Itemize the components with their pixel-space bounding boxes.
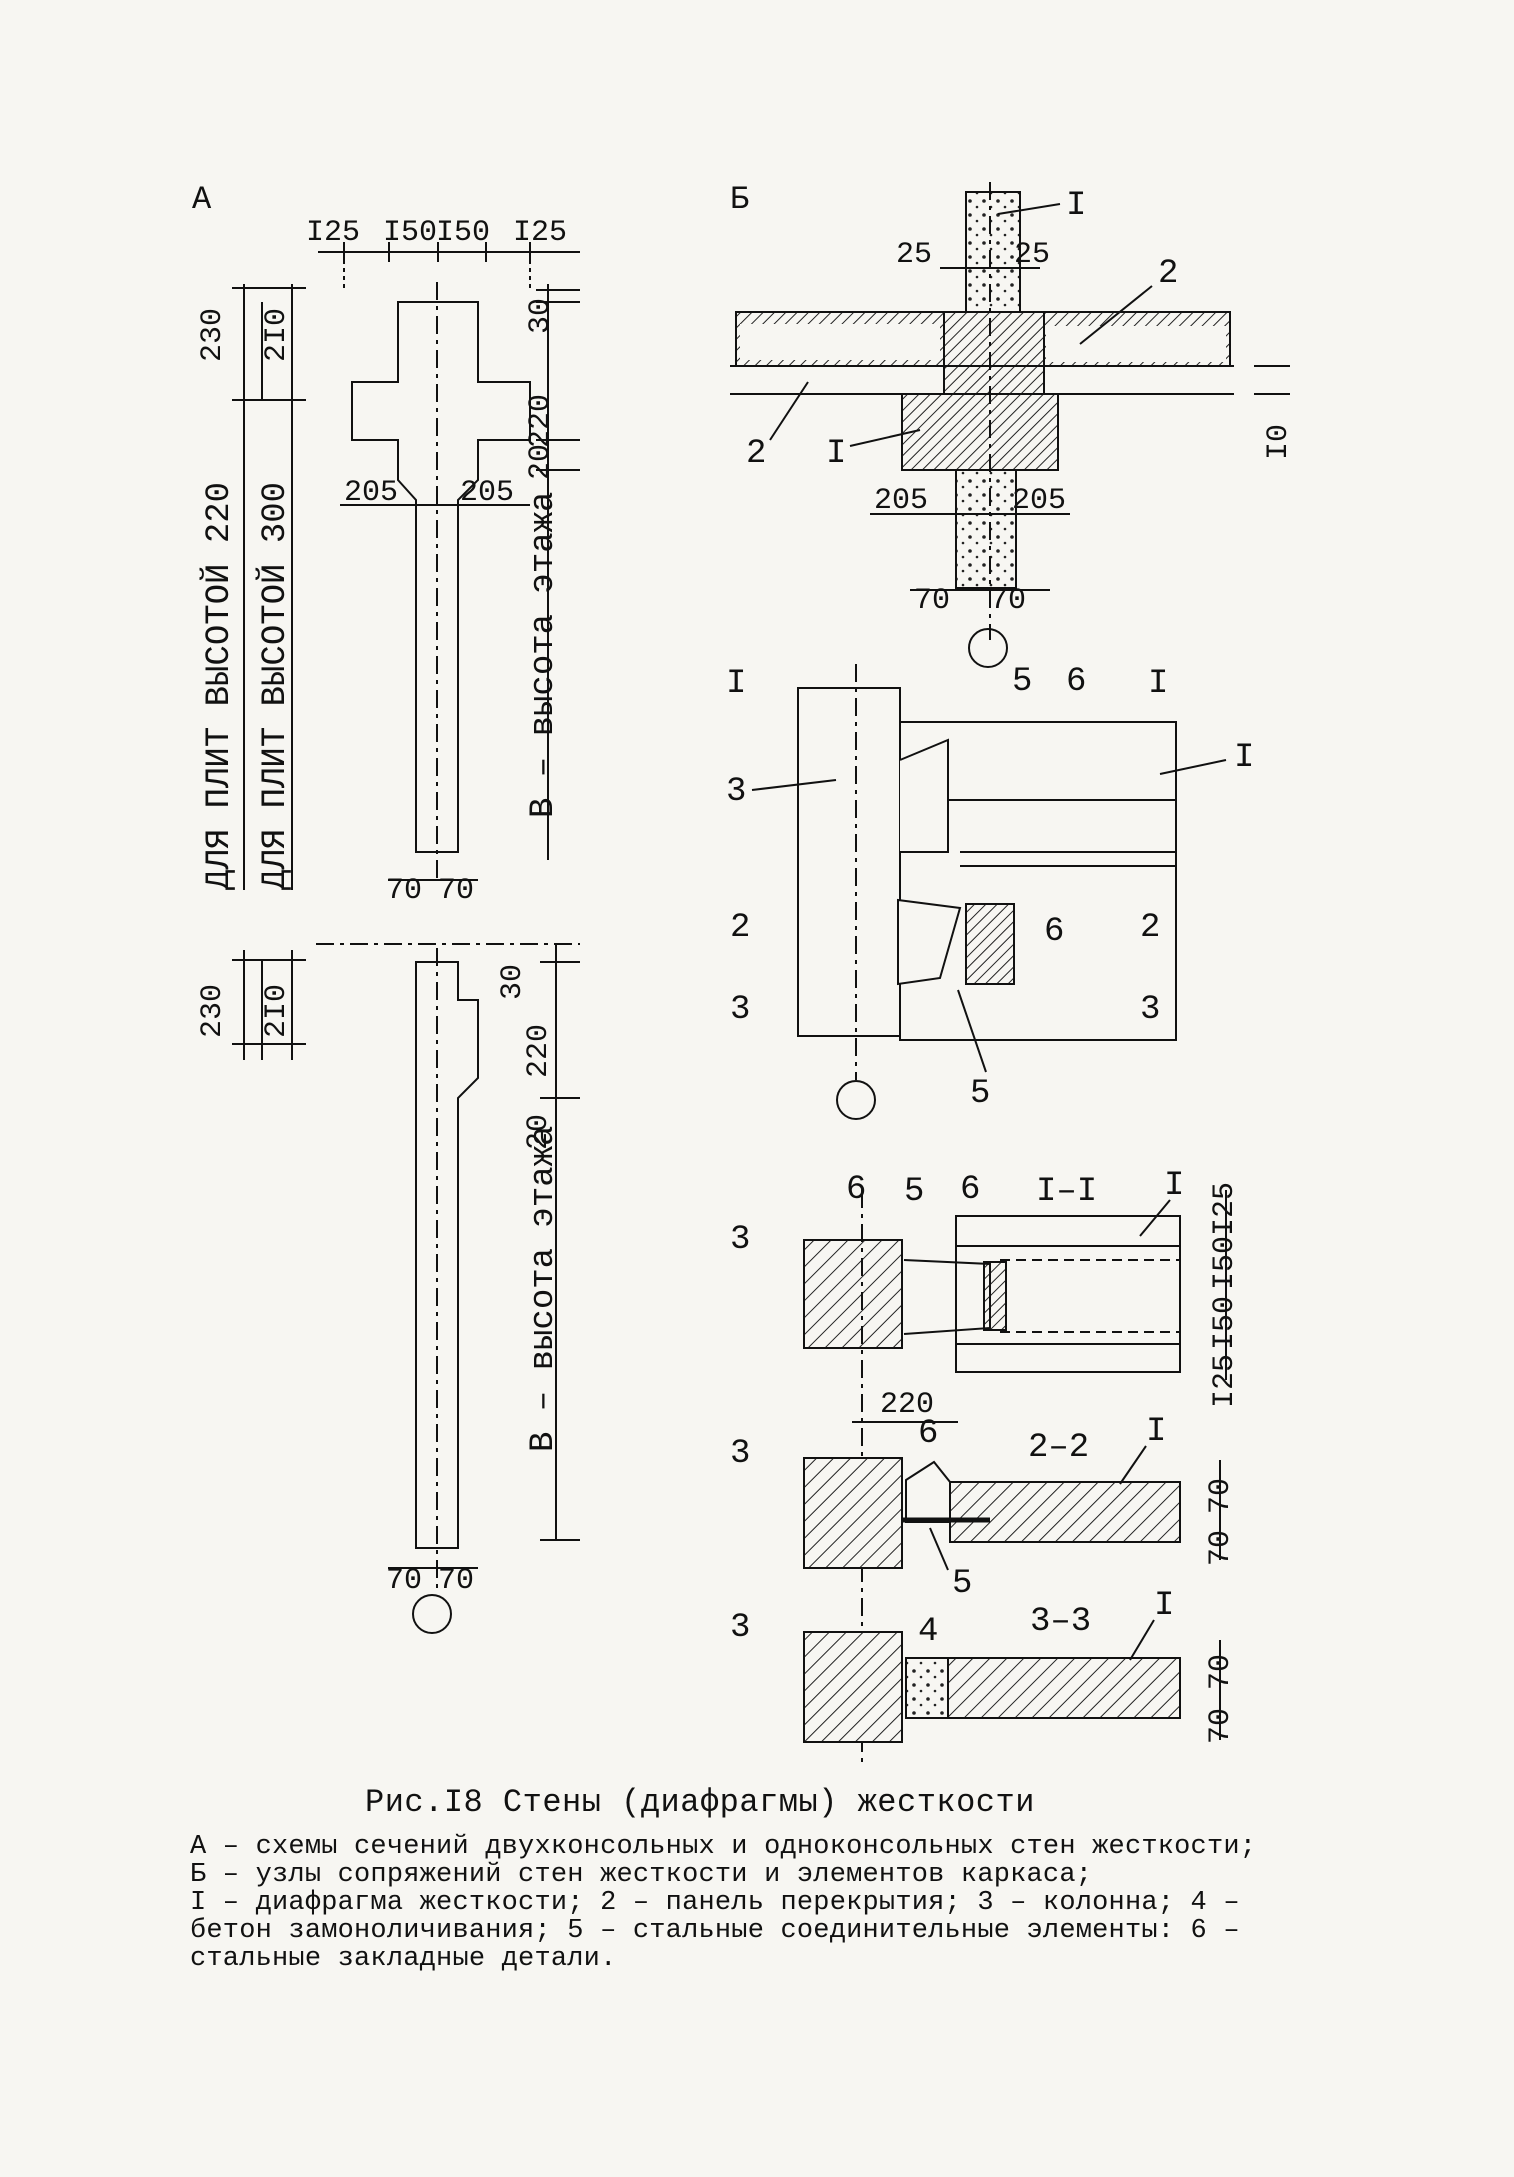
a-dim-205-right: 205 — [460, 476, 514, 510]
a-dim-20-top: 20 — [524, 444, 558, 480]
section-mark-3-left: 3 — [730, 991, 750, 1029]
s33-dim-70-top: 70 — [1204, 1654, 1238, 1690]
section-mark-1-left: I — [726, 665, 746, 703]
b-dim-205-right: 205 — [1012, 484, 1066, 518]
s11-label-6-right: 6 — [960, 1171, 980, 1209]
s22-label-1: I — [1146, 1413, 1166, 1451]
a-dim-220-bottom: 220 — [522, 1024, 556, 1078]
s11-label-6-left: 6 — [846, 1171, 866, 1209]
s11-title: I–I — [1036, 1173, 1097, 1211]
column-elevation — [797, 687, 901, 1037]
elev-label-3: 3 — [726, 773, 746, 811]
s33-title: 3–3 — [1030, 1603, 1091, 1641]
a-dim-20-bottom: 20 — [522, 1114, 556, 1150]
elev-label-1: I — [1234, 739, 1254, 777]
axis-marker-elevation — [836, 1080, 876, 1120]
s22-label-5: 5 — [952, 1565, 972, 1603]
b-label-1-left: I — [826, 435, 846, 473]
caption-line-1: А – схемы сечений двухконсольных и однок… — [190, 1832, 1257, 1862]
a-floor-height-label-top: В – высота этажа — [525, 492, 563, 818]
a-dim-205-left: 205 — [344, 476, 398, 510]
section-2-panel — [949, 1481, 1181, 1543]
axis-marker-b — [968, 628, 1008, 668]
s22-dim-70-top: 70 — [1204, 1478, 1238, 1514]
s22-title: 2–2 — [1028, 1429, 1089, 1467]
s22-label-3: 3 — [730, 1435, 750, 1473]
caption-title: Рис.I8 Стены (диафрагмы) жесткости — [365, 1784, 1035, 1821]
a-dim-150-left: I50 — [383, 216, 437, 250]
s22-dim-70-bottom: 70 — [1204, 1530, 1238, 1566]
a-dim-220-top: 220 — [524, 394, 558, 448]
caption-line-2: Б – узлы сопряжений стен жесткости и эле… — [190, 1860, 1093, 1890]
a-dim-125-right: I25 — [513, 216, 567, 250]
a-dim-210-bottom: 2I0 — [260, 984, 294, 1038]
a-dim-230-top: 230 — [196, 308, 230, 362]
a-dim-210-top: 2I0 — [260, 308, 294, 362]
elev-label-6-mid: 6 — [1044, 913, 1064, 951]
section-1-diaphragm — [955, 1215, 1181, 1373]
axis-marker-a — [412, 1594, 452, 1634]
section-mark-2-right: 2 — [1140, 909, 1160, 947]
b-dim-10: I0 — [1262, 424, 1296, 460]
s11-dim-125-bottom: I25 — [1208, 1354, 1242, 1408]
single-cantilever-section — [415, 961, 479, 1549]
b-dim-205-left: 205 — [874, 484, 928, 518]
section-3-panel — [947, 1657, 1181, 1719]
a-dim-30-bottom: 30 — [496, 964, 530, 1000]
a-dim-70-right-top: 70 — [438, 874, 474, 908]
section-mark-3-right: 3 — [1140, 991, 1160, 1029]
section-mark-1-right: I — [1148, 665, 1168, 703]
s33-dim-70-bottom: 70 — [1204, 1708, 1238, 1744]
caption-line-4: бетон замоноличивания; 5 – стальные соед… — [190, 1916, 1240, 1946]
elev-label-6-top: 6 — [1066, 663, 1086, 701]
a-dim-150-right: I50 — [436, 216, 490, 250]
figure-caption: Рис.I8 Стены (диафрагмы) жесткости А – с… — [190, 1784, 1450, 1973]
s11-dim-150-top: I50 — [1208, 1236, 1242, 1290]
s11-label-1: I — [1164, 1167, 1184, 1205]
caption-line-5: стальные закладные детали. — [190, 1944, 617, 1974]
s33-label-3: 3 — [730, 1609, 750, 1647]
s11-label-3: 3 — [730, 1221, 750, 1259]
b-label-2-left: 2 — [746, 435, 766, 473]
a-dim-30-top: 30 — [524, 298, 558, 334]
a-dim-70-left-bottom: 70 — [386, 1564, 422, 1598]
elev-label-5-top: 5 — [1012, 663, 1032, 701]
elev-label-5-bottom: 5 — [970, 1075, 990, 1113]
panel-b-label: Б — [730, 181, 749, 218]
section-1-column — [803, 1239, 903, 1349]
a-dim-125-left: I25 — [306, 216, 360, 250]
b-label-1-top: I — [1066, 187, 1086, 225]
b-label-2-right: 2 — [1158, 255, 1178, 293]
s33-label-1: I — [1154, 1587, 1174, 1625]
b-dim-25-left: 25 — [896, 238, 932, 272]
b-dim-25-right: 25 — [1014, 238, 1050, 272]
diaphragm-elevation — [899, 721, 1177, 1041]
s22-dim-220: 220 — [880, 1388, 934, 1422]
panel-a-label: А — [192, 181, 212, 218]
a-label-plates-220: ДЛЯ ПЛИТ ВЫСОТОЙ 220 — [200, 482, 239, 890]
section-mark-2-left: 2 — [730, 909, 750, 947]
caption-line-3: I – диафрагма жесткости; 2 – панель пере… — [190, 1888, 1240, 1918]
double-cantilever-section — [351, 301, 531, 853]
s22-label-6: 6 — [918, 1415, 938, 1453]
section-3-grout — [905, 1657, 949, 1719]
a-floor-height-label-bottom: В – высота этажа — [525, 1126, 563, 1452]
a-dim-70-left-top: 70 — [386, 874, 422, 908]
section-3-column — [803, 1631, 903, 1743]
section-2-column — [803, 1457, 903, 1569]
a-label-plates-300: ДЛЯ ПЛИТ ВЫСОТОЙ 300 — [256, 482, 295, 890]
a-dim-230-bottom: 230 — [196, 984, 230, 1038]
s11-label-5: 5 — [904, 1173, 924, 1211]
a-dim-70-right-bottom: 70 — [438, 1564, 474, 1598]
s33-label-4: 4 — [918, 1613, 938, 1651]
s11-dim-150-bottom: I50 — [1208, 1296, 1242, 1350]
s11-dim-125-top: I25 — [1208, 1182, 1242, 1236]
